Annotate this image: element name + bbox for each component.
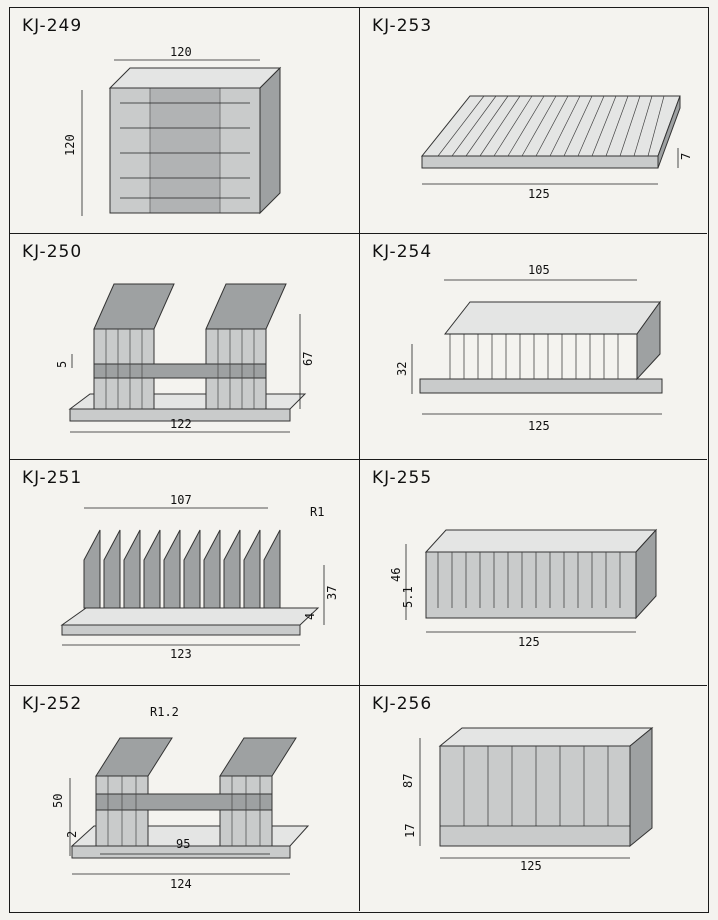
dim-base: 4 — [303, 613, 317, 620]
heatsink-profile — [424, 528, 658, 620]
dim-height: 67 — [301, 352, 315, 366]
dim-base: 2 — [65, 831, 79, 838]
dim-height: 50 — [51, 794, 65, 808]
product-card-kj251: KJ-251 107 R1 — [10, 460, 360, 686]
dim-radius: R1 — [310, 505, 324, 519]
model-label: KJ-249 — [22, 16, 83, 36]
heatsink-drawing: 125 7 — [420, 95, 693, 201]
dim-base: 5 — [55, 361, 69, 368]
dim-height: 7 — [679, 153, 693, 160]
heatsink-profile — [108, 66, 282, 215]
dim-width: 125 — [520, 859, 542, 873]
heatsink-profile — [70, 737, 310, 859]
heatsink-profile — [420, 95, 681, 169]
heatsink-drawing: 105 125 32 — [395, 263, 663, 433]
dim-radius: R1.2 — [150, 705, 179, 719]
dim-width: 122 — [170, 417, 192, 431]
product-card-kj255: KJ-255 125 46 5.1 — [360, 460, 707, 686]
product-card-kj250: KJ-250 122 67 5 — [10, 234, 360, 460]
heatsink-profile — [60, 529, 320, 636]
heatsink-profile — [438, 726, 654, 848]
catalog-grid: KJ-249 120 120 KJ-253 — [9, 7, 709, 913]
dim-width: 123 — [170, 647, 192, 661]
dim-inner: 95 — [176, 837, 190, 851]
model-label: KJ-251 — [22, 468, 83, 488]
product-card-kj249: KJ-249 120 120 — [10, 8, 360, 234]
dim-height: 32 — [395, 362, 409, 376]
dim-height: 46 — [389, 568, 403, 582]
dim-width: 125 — [528, 187, 550, 201]
dim-width: 120 — [170, 45, 192, 59]
product-card-kj253: KJ-253 125 7 — [360, 8, 707, 234]
dim-height: 37 — [325, 586, 339, 600]
dim-width: 125 — [518, 635, 540, 649]
heatsink-drawing: R1.2 95 124 50 2 — [51, 705, 310, 891]
heatsink-drawing: 107 R1 123 37 4 — [60, 493, 339, 661]
heatsink-profile — [419, 300, 663, 394]
dim-width: 124 — [170, 877, 192, 891]
model-label: KJ-254 — [372, 242, 433, 262]
heatsink-drawing: 125 87 17 — [401, 726, 654, 873]
model-label: KJ-256 — [372, 694, 433, 714]
heatsink-profile — [68, 283, 307, 422]
dim-width: 125 — [528, 419, 550, 433]
product-card-kj256: KJ-256 125 87 17 — [360, 686, 707, 911]
dim-base: 17 — [403, 824, 417, 838]
model-label: KJ-255 — [372, 468, 433, 488]
dim-height: 120 — [63, 134, 77, 156]
model-label: KJ-253 — [372, 16, 433, 36]
heatsink-drawing: 125 46 5.1 — [389, 528, 658, 649]
dim-top: 105 — [528, 263, 550, 277]
heatsink-drawing: 120 120 — [63, 45, 282, 216]
heatsink-drawing: 122 67 5 — [55, 283, 315, 433]
product-card-kj254: KJ-254 105 125 — [360, 234, 707, 460]
model-label: KJ-252 — [22, 694, 83, 714]
product-card-kj252: KJ-252 R1.2 95 124 — [10, 686, 360, 911]
dim-top: 107 — [170, 493, 192, 507]
dim-base: 5.1 — [401, 586, 415, 608]
dim-height: 87 — [401, 774, 415, 788]
model-label: KJ-250 — [22, 242, 83, 262]
